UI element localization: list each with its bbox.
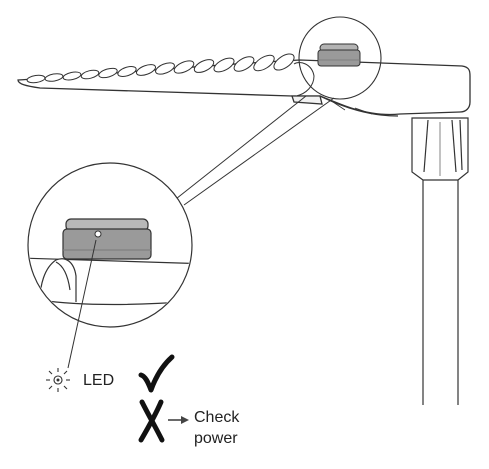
led-leader-line xyxy=(67,239,97,369)
power-label: power xyxy=(194,430,238,447)
pole-bracket xyxy=(411,117,469,181)
led-indicator-icon xyxy=(46,368,70,392)
cross-mark-icon xyxy=(138,399,165,443)
check-label: Check xyxy=(194,409,240,426)
heat-sink-fins xyxy=(26,53,315,97)
detail-callout-small xyxy=(298,16,382,100)
detail-callout-large xyxy=(27,162,193,328)
callout-lines xyxy=(161,95,335,211)
sensor-node-small xyxy=(317,43,361,67)
checkmark-icon xyxy=(138,354,175,393)
arrow-right-icon xyxy=(168,416,189,424)
led-label: LED xyxy=(83,372,115,389)
pole xyxy=(422,178,459,405)
